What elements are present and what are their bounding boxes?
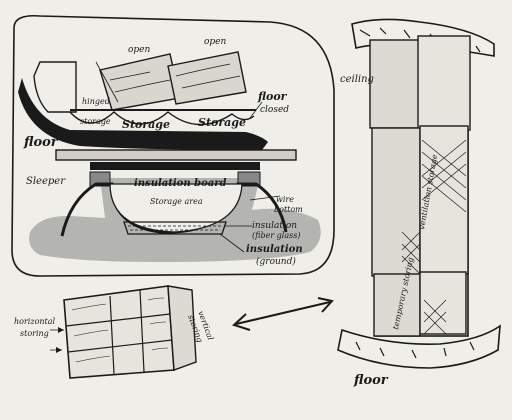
double-arrow-icon: [232, 297, 334, 331]
open-floor-boards: [99, 51, 247, 111]
floor-section-drawing: open open hinged storage Storage Storage…: [11, 14, 335, 277]
storing-detail-drawing: horizontal storing vertical storing: [14, 285, 215, 379]
label-open-1: open: [128, 45, 151, 55]
label-insulation-board: insulation board: [134, 178, 227, 189]
label-storage-area: Storage area: [150, 197, 203, 206]
label-open-2: open: [204, 37, 227, 47]
label-horizontal-storing-2: storing: [20, 329, 49, 338]
label-hinged: hinged: [82, 97, 110, 106]
label-insulation-ground-2: (ground): [256, 256, 296, 267]
label-horizontal-storing-1: horizontal: [14, 317, 56, 326]
label-insulation-fiber-1: insulation: [252, 221, 297, 231]
label-insulation-ground-1: insulation: [246, 244, 303, 255]
label-storage-1: storage: [80, 117, 111, 126]
label-floor-left: floor: [23, 135, 59, 150]
label-floor-closed-1: floor: [257, 90, 288, 103]
label-sleeper: Sleeper: [26, 176, 66, 187]
label-wire-bottom-1: wire: [276, 195, 294, 204]
label-ceiling: ceiling: [340, 74, 374, 85]
label-floor-bottom: floor: [353, 373, 389, 388]
label-wire-bottom-2: bottom: [274, 205, 303, 214]
label-storage-2: Storage: [122, 118, 170, 131]
wall-section-drawing: ceiling ventilation storage temporary st…: [337, 18, 501, 388]
label-storage-3: Storage: [198, 116, 246, 129]
label-floor-closed-2: closed: [260, 105, 289, 115]
label-insulation-fiber-2: (fiber glass): [252, 231, 300, 240]
